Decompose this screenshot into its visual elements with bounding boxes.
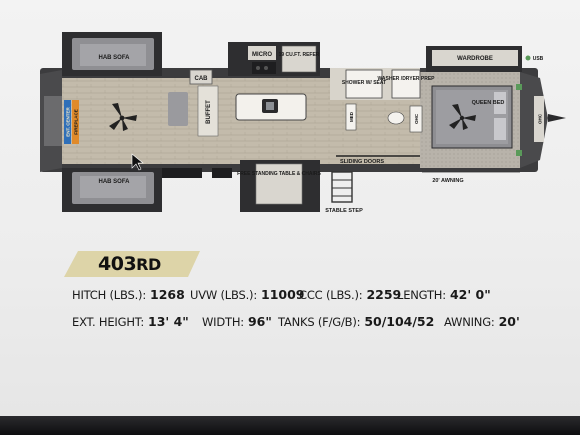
dresser-bath	[409, 105, 423, 133]
nightstand-light-icon	[516, 150, 522, 156]
toilet-icon	[387, 111, 405, 125]
label-washer: WASHER /DRYER PREP	[377, 76, 435, 82]
label-fireplace: FIREPLACE	[74, 109, 79, 135]
floorplan-diagram: HAB SOFA HAB SOFA ENT. CENTER FIREPLACE …	[40, 32, 566, 214]
spec-ext-height-label: EXT. HEIGHT:	[72, 315, 145, 329]
shower	[345, 69, 383, 99]
living-floor	[62, 78, 330, 164]
spec-width: WIDTH:96"	[202, 314, 272, 329]
label-sliding-doors: SLIDING DOORS	[340, 159, 384, 165]
spec-awning-value: 20'	[498, 314, 520, 329]
spec-ccc-label: CCC (LBS.):	[299, 288, 363, 302]
hitch-icon	[548, 114, 566, 122]
label-refer: 19 CU.FT. REFER	[279, 52, 320, 58]
label-shower: SHOWER W/ SEAT	[342, 80, 386, 86]
label-cab: CAB	[195, 76, 209, 82]
spec-length: LENGTH:42' 0"	[397, 287, 491, 302]
spec-ccc-value: 2259	[366, 287, 402, 302]
label-free-standing: FREE STANDING TABLE & CHAIRS	[237, 171, 321, 177]
spec-hitch-label: HITCH (LBS.):	[72, 288, 147, 302]
label-usb: USB	[533, 56, 544, 62]
medicine-cabinet	[345, 103, 357, 131]
spec-hitch: HITCH (LBS.):1268	[72, 287, 185, 302]
label-queen-bed: QUEEN BED	[472, 100, 505, 106]
burner-icon	[256, 66, 260, 70]
label-hab-sofa-top: HAB SOFA	[98, 55, 130, 61]
door-entry	[162, 168, 202, 178]
spec-tanks-value: 50/104/52	[364, 314, 435, 329]
pillow	[494, 118, 506, 140]
spec-ext-height-value: 13' 4"	[148, 314, 189, 329]
model-name: 403RD	[98, 253, 161, 275]
spec-ccc: CCC (LBS.):2259	[299, 287, 401, 302]
spec-hitch-value: 1268	[150, 287, 185, 302]
model-tag-background	[64, 251, 200, 277]
washer-dryer-prep	[391, 69, 421, 99]
label-ent-center: ENT. CENTER	[66, 107, 71, 137]
label-med: MED	[349, 111, 354, 122]
spec-tanks: TANKS (F/G/B):50/104/52	[278, 314, 434, 329]
spec-uvw-label: UVW (LBS.):	[190, 288, 258, 302]
nightstand-light-icon	[516, 84, 522, 90]
label-awning: 20' AWNING	[432, 178, 463, 184]
ohc-front	[534, 96, 544, 142]
burner-icon	[264, 66, 268, 70]
spec-tanks-label: TANKS (F/G/B):	[278, 315, 361, 329]
usb-icon	[525, 55, 531, 61]
sink-basin	[266, 102, 274, 110]
fireplace	[72, 100, 79, 144]
label-stable-step: STABLE STEP	[325, 208, 363, 214]
microwave	[248, 46, 276, 60]
label-hab-sofa-bottom: HAB SOFA	[98, 179, 130, 185]
screen: HAB SOFA HAB SOFA ENT. CENTER FIREPLACE …	[0, 0, 580, 418]
hallway-floor	[330, 100, 420, 164]
ceiling-fan-living-icon	[109, 103, 137, 131]
stable-step-icon	[331, 171, 353, 203]
spec-length-value: 42' 0"	[449, 287, 491, 302]
model-suffix: RD	[136, 255, 161, 274]
pillow	[494, 92, 506, 114]
sofa-bottom-cushion	[80, 176, 146, 198]
front-wall-cabinet	[44, 96, 62, 146]
cab-cabinet	[189, 69, 213, 85]
ent-center	[64, 100, 71, 144]
label-wardrobe: WARDROBE	[457, 56, 493, 62]
spec-width-label: WIDTH:	[202, 315, 244, 329]
spec-awning-label: AWNING:	[444, 315, 495, 329]
label-ohc-front: OHC	[538, 113, 543, 124]
sofa-top-cushion	[80, 44, 146, 66]
label-buffet: BUFFET	[206, 100, 212, 124]
spec-uvw: UVW (LBS.):11009	[190, 287, 305, 302]
spec-uvw-value: 11009	[261, 287, 305, 302]
recliner	[168, 92, 188, 126]
monitor-bezel	[0, 416, 580, 435]
wardrobe	[432, 50, 518, 66]
spec-ext-height: EXT. HEIGHT:13' 4"	[72, 314, 189, 329]
buffet	[197, 85, 219, 137]
refrigerator	[281, 45, 317, 73]
model-tag: 403RD	[64, 251, 200, 277]
label-ohc-right: OHC	[414, 113, 419, 124]
door-side	[212, 168, 232, 178]
spec-length-label: LENGTH:	[397, 288, 446, 302]
free-standing-table	[255, 163, 303, 205]
mouse-cursor-icon	[131, 153, 144, 171]
label-micro: MICRO	[252, 52, 272, 58]
model-number: 403	[98, 253, 137, 275]
spec-awning: AWNING:20'	[444, 314, 520, 329]
ceiling-fan-bedroom-icon	[449, 104, 476, 130]
spec-width-value: 96"	[247, 314, 272, 329]
